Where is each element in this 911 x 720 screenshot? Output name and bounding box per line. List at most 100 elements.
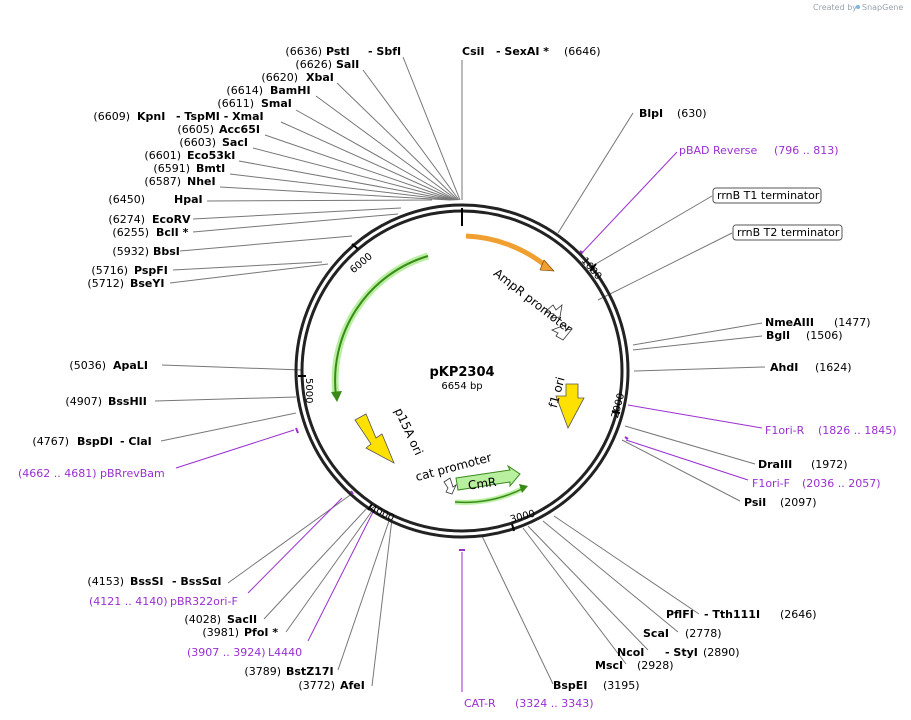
restriction-site-name: BspEI	[553, 679, 587, 692]
site-position: (6587)	[144, 175, 181, 188]
restriction-site-name: AhdI	[770, 361, 798, 374]
right-site-labels: CsiI- SexAI *(6646)BlpI(630)NmeAIII(1477…	[462, 45, 871, 692]
restriction-site-alias: - SbfI	[368, 45, 401, 58]
ampr-promoter-icon	[544, 304, 563, 319]
restriction-site-name: BssHII	[108, 395, 147, 408]
restriction-site-name: DraIII	[758, 458, 792, 471]
restriction-site-name: SmaI	[261, 97, 292, 110]
site-position: (4767)	[32, 435, 69, 448]
leader-lines	[154, 56, 461, 687]
site-position: (6601)	[144, 149, 181, 162]
primer-range: (4662 .. 4681)	[18, 467, 97, 480]
restriction-site-alias: - SexAI *	[496, 45, 549, 58]
restriction-site-name: PsiI	[744, 496, 766, 509]
restriction-site-name: CsiI	[462, 45, 484, 58]
site-position: (1506)	[806, 329, 843, 342]
site-position: (2097)	[780, 496, 817, 509]
site-position: (3789)	[244, 665, 281, 678]
restriction-site-name: HpaI	[174, 193, 203, 206]
backbone-outer	[294, 203, 630, 539]
restriction-site-name: PfoI *	[244, 626, 278, 639]
promoter-icon	[551, 324, 573, 341]
restriction-site-name: ApaLI	[113, 359, 148, 372]
restriction-site-name: BseYI	[130, 277, 164, 290]
restriction-site-name: AfeI	[340, 679, 365, 692]
restriction-site-name: NcoI	[617, 646, 644, 659]
primer-name: F1ori-R	[765, 424, 805, 437]
restriction-site-name: BstZ17I	[286, 665, 334, 678]
restriction-site-name: PspFI	[134, 264, 168, 277]
restriction-site-alias: - BssSαI	[172, 575, 221, 588]
site-position: (6603)	[179, 136, 216, 149]
site-position: (5712)	[87, 277, 124, 290]
rrnb-t1-label: rrnB T1 terminator	[717, 189, 820, 202]
restriction-site-name: Eco53kI	[187, 149, 235, 162]
site-position: (5932)	[112, 245, 149, 258]
primer-range: (3907 .. 3924)	[187, 646, 266, 659]
primer-name: CAT-R	[464, 697, 496, 710]
site-position: (6614)	[226, 84, 263, 97]
site-position: (6591)	[153, 162, 190, 175]
tick-4000: 4000	[368, 503, 396, 524]
primer-range: (2036 .. 2057)	[802, 477, 881, 490]
site-position: (6450)	[108, 193, 145, 206]
f1-ori-arrow	[555, 383, 585, 429]
primer-name: pBAD Reverse	[679, 144, 757, 157]
restriction-site-name: SacII	[227, 613, 257, 626]
site-position: (2646)	[780, 608, 817, 621]
rrnb-t2-box	[732, 224, 843, 241]
restriction-site-name: BbsI	[153, 245, 180, 258]
site-position: (1477)	[834, 316, 871, 329]
primer-range: (796 .. 813)	[774, 144, 839, 157]
site-position: (6609)	[93, 110, 130, 123]
primer-labels: pBAD Reverse (796 .. 813) F1ori-R (1826 .. …	[18, 144, 897, 710]
restriction-site-name: BspDI	[77, 435, 113, 448]
restriction-site-name: BglI	[766, 329, 790, 342]
restriction-site-alias: - StyI	[665, 646, 698, 659]
restriction-site-name: KpnI	[137, 110, 165, 123]
site-position: (4028)	[184, 613, 221, 626]
restriction-site-name: BamHI	[270, 84, 311, 97]
restriction-site-name: PstI	[326, 45, 350, 58]
primer-name: F1ori-F	[752, 477, 790, 490]
site-position: (6255)	[112, 226, 149, 239]
primer-range: (1826 .. 1845)	[818, 424, 897, 437]
restriction-site-name: NheI	[187, 175, 216, 188]
site-position: (630)	[677, 107, 707, 120]
restriction-site-name: MscI	[595, 659, 623, 672]
site-position: (6626)	[295, 58, 332, 71]
restriction-site-name: SalI	[336, 58, 359, 71]
restriction-site-name: BmtI	[196, 162, 225, 175]
restriction-site-name: EcoRV	[152, 213, 191, 226]
site-position: (4907)	[65, 395, 102, 408]
primer-name: pBRrevBam	[100, 467, 165, 480]
restriction-site-alias: - TspMI - XmaI	[176, 110, 264, 123]
plasmid-size: 6654 bp	[441, 381, 482, 392]
tick-5000: 5000	[303, 378, 314, 403]
p15a-ori-label: p15A ori	[392, 406, 426, 458]
primer-name: L4440	[268, 646, 302, 659]
restriction-site-name: BlpI	[639, 107, 663, 120]
site-position: (1624)	[815, 361, 852, 374]
site-position: (6636)	[285, 45, 322, 58]
site-position: (1972)	[811, 458, 848, 471]
rrnb-t2-label: rrnB T2 terminator	[737, 226, 840, 239]
snapgene-logo-icon	[856, 5, 860, 9]
p15a-ori-arrow	[354, 413, 395, 464]
primer-name: pBR322ori-F	[170, 595, 238, 608]
primer-range: (4121 .. 4140)	[89, 595, 168, 608]
site-position: (6646)	[564, 45, 601, 58]
ampr-promoter-label: AmpR promoter	[491, 266, 575, 336]
ampr-arrowhead	[539, 259, 555, 272]
cat-promoter-icon	[443, 477, 457, 495]
site-position: (3195)	[603, 679, 640, 692]
green-arc-left	[331, 252, 430, 397]
site-position: (2890)	[703, 646, 740, 659]
site-position: (6620)	[261, 71, 298, 84]
left-site-labels: (6636)PstI- SbfI(6626)SalI(6620)XbaI(661…	[32, 45, 401, 692]
site-position: (3772)	[298, 679, 335, 692]
restriction-site-alias: - Tth111I	[704, 608, 760, 621]
primer-range: (3324 .. 3343)	[515, 697, 594, 710]
restriction-site-name: ScaI	[643, 627, 669, 640]
